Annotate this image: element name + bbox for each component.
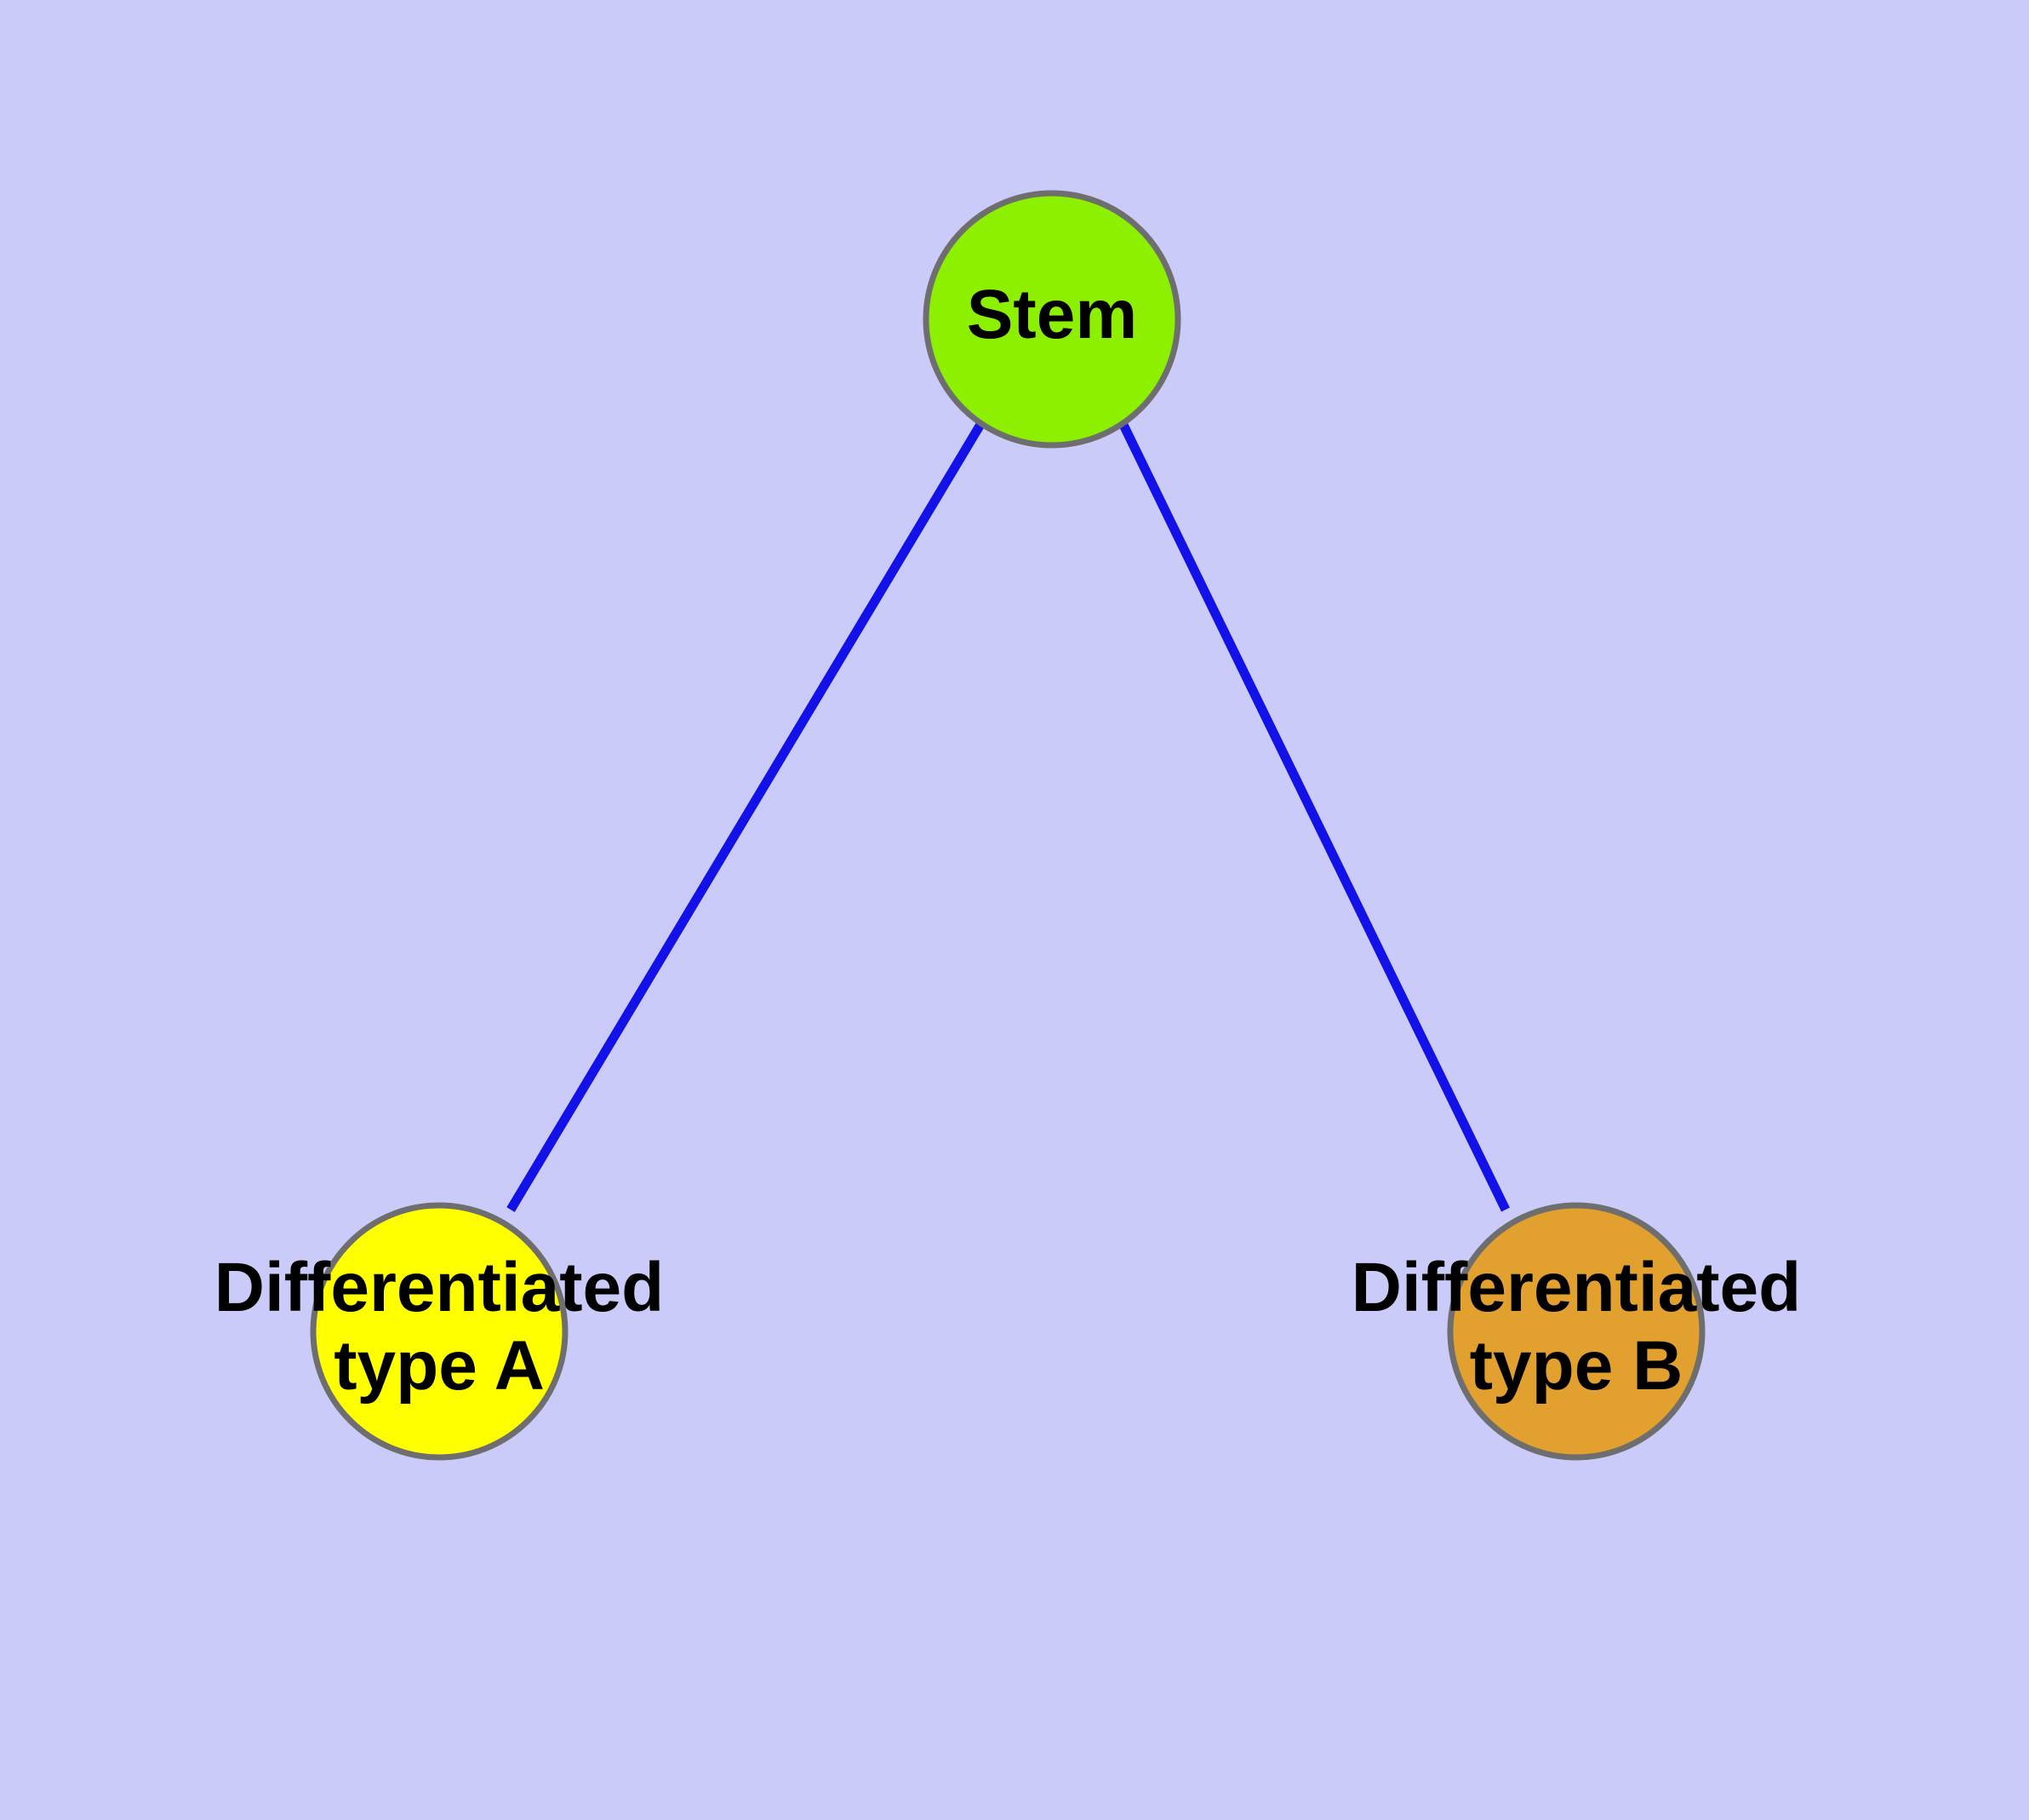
node-layer [310,190,1706,1461]
node-stem-circle[interactable] [923,190,1181,449]
edge-stem-to-diff-b[interactable] [1118,421,1510,1212]
node-diff-a-circle[interactable] [310,1202,569,1461]
node-stem-label: Stem [967,276,1138,353]
edge-stem-to-diff-a[interactable] [506,421,986,1212]
node-stem[interactable] [923,190,1181,449]
node-diff-b[interactable] [1447,1202,1706,1461]
node-diff-b-circle[interactable] [1447,1202,1706,1461]
node-diff-a[interactable] [310,1202,569,1461]
edge-layer [506,421,1510,1212]
